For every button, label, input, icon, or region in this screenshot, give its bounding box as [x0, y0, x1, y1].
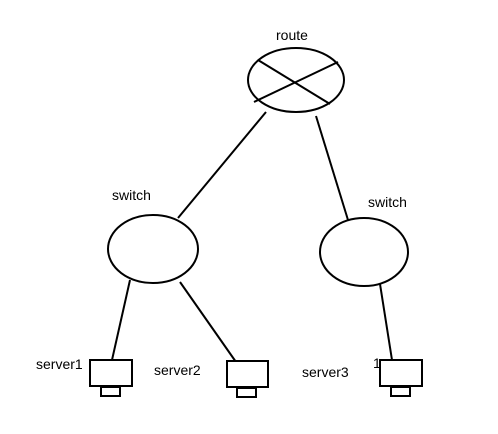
switch-right-label: switch — [368, 194, 407, 210]
switch-icon — [319, 217, 409, 287]
server-base — [100, 386, 121, 397]
server3-label: server3 — [302, 364, 349, 380]
server-base — [236, 387, 257, 398]
switch-right-node: switch — [319, 194, 409, 287]
server2-node: server2 — [154, 360, 269, 398]
connections — [111, 111, 393, 363]
link-switch-left-server2 — [179, 281, 237, 363]
server1-label: server1 — [36, 356, 83, 372]
switch-left-node: switch — [107, 187, 199, 284]
server-icon — [89, 359, 133, 387]
switch-left-label: switch — [112, 187, 151, 203]
server-base — [390, 386, 411, 397]
stray-mark: 1 — [373, 355, 381, 371]
router-node: route — [247, 27, 345, 113]
router-cross-line-2 — [253, 61, 339, 103]
server3-node: server3 1 — [302, 355, 423, 397]
router-icon — [247, 47, 345, 113]
server1-node: server1 — [36, 356, 133, 397]
link-route-switch-left — [177, 111, 267, 219]
server-icon — [226, 360, 269, 388]
route-label: route — [276, 27, 308, 43]
link-route-switch-right — [315, 115, 349, 221]
server2-label: server2 — [154, 362, 201, 378]
switch-icon — [107, 214, 199, 284]
server-icon — [379, 359, 423, 387]
link-switch-left-server1 — [111, 279, 131, 361]
link-switch-right-server3 — [379, 283, 393, 361]
